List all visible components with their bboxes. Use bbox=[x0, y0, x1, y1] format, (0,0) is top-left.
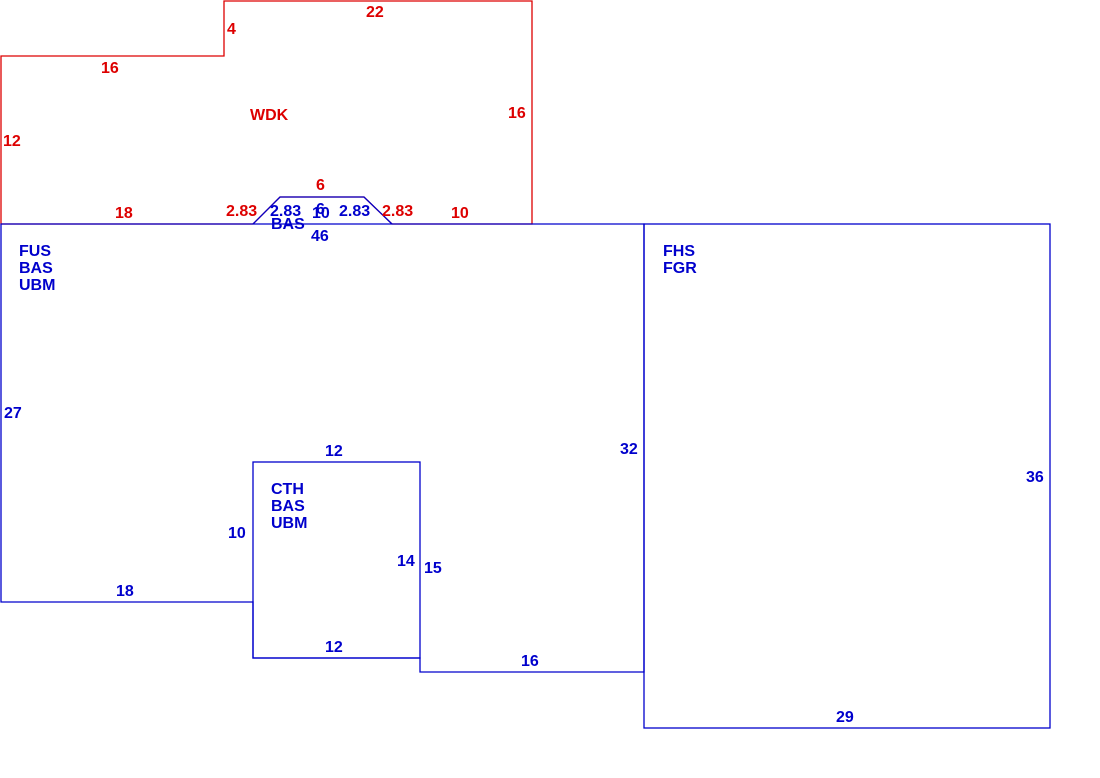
wdk-dim-step: 4 bbox=[227, 21, 236, 38]
garage-code-2: FGR bbox=[663, 260, 697, 277]
main-code-3: UBM bbox=[19, 277, 55, 294]
main-code-1: FUS bbox=[19, 243, 51, 260]
wdk-dim-bottom-right: 10 bbox=[451, 205, 469, 222]
wdk-dim-right: 16 bbox=[508, 105, 526, 122]
main-code-2: BAS bbox=[19, 260, 53, 277]
bay-code: BAS bbox=[271, 216, 305, 233]
main-dim-bottom-left: 18 bbox=[116, 583, 134, 600]
wdk-dim-bottom-left: 18 bbox=[115, 205, 133, 222]
bay-dim-right-diag: 2.83 bbox=[339, 203, 370, 220]
garage-dim-right: 36 bbox=[1026, 469, 1044, 486]
cth-dim-bottom: 12 bbox=[325, 639, 343, 656]
cth-dim-left: 10 bbox=[228, 525, 246, 542]
wdk-dim-upper-left: 16 bbox=[101, 60, 119, 77]
cth-dim-right: 14 bbox=[397, 553, 415, 570]
wdk-label: WDK bbox=[250, 107, 289, 124]
main-outline bbox=[0, 223, 645, 673]
cth-code-1: CTH bbox=[271, 481, 304, 498]
garage-code-1: FHS bbox=[663, 243, 695, 260]
main-dim-top: 46 bbox=[311, 228, 329, 245]
garage-outline bbox=[643, 223, 1051, 729]
cth-code-2: BAS bbox=[271, 498, 305, 515]
garage-dim-bottom: 29 bbox=[836, 709, 854, 726]
wdk-dim-bay-top: 6 bbox=[316, 177, 325, 194]
wdk-dim-left: 12 bbox=[3, 133, 21, 150]
bay-outline bbox=[252, 196, 393, 225]
main-dim-left: 27 bbox=[4, 405, 22, 422]
bay-dim-top: 6 bbox=[316, 201, 325, 218]
bay-dim-base: 10 bbox=[312, 205, 330, 222]
main-dim-right-lower: 15 bbox=[424, 560, 442, 577]
cth-outline bbox=[252, 461, 421, 659]
wdk-dim-bay-right-diag: 2.83 bbox=[382, 203, 413, 220]
cth-code-3: UBM bbox=[271, 515, 307, 532]
wdk-dim-top: 22 bbox=[366, 4, 384, 21]
cth-dim-top: 12 bbox=[325, 443, 343, 460]
main-dim-bottom-right: 16 bbox=[521, 653, 539, 670]
main-dim-right: 32 bbox=[620, 441, 638, 458]
wdk-dim-bay-left-diag: 2.83 bbox=[226, 203, 257, 220]
bay-dim-left-diag: 2.83 bbox=[270, 203, 301, 220]
